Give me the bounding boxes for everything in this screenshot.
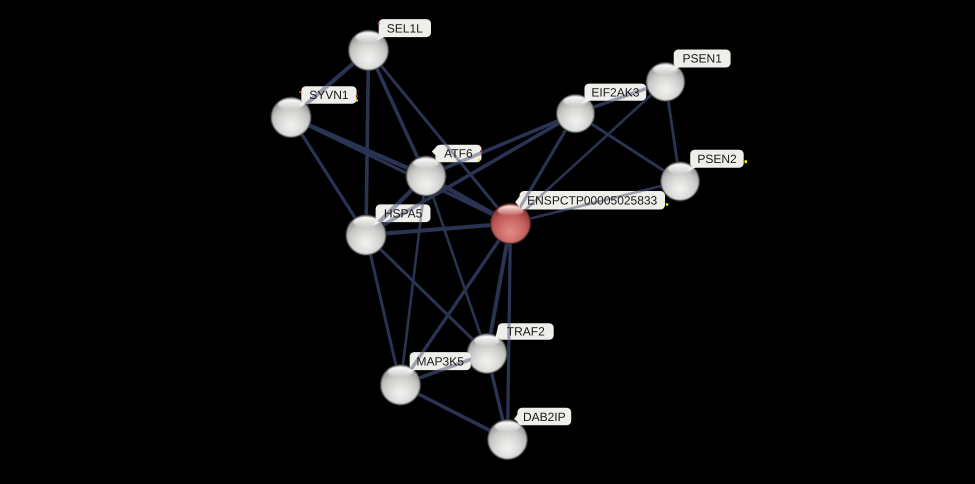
svg-text:SEL1L: SEL1L [387, 21, 423, 35]
svg-text:PSEN2: PSEN2 [697, 152, 737, 166]
svg-text:PSEN1: PSEN1 [683, 52, 723, 66]
svg-text:MAP3K5: MAP3K5 [417, 354, 465, 368]
svg-text:SYVN1: SYVN1 [309, 88, 349, 102]
svg-text:TRAF2: TRAF2 [507, 325, 545, 339]
svg-text:ENSPCTP00005025833: ENSPCTP00005025833 [527, 193, 657, 207]
svg-text:ATF6: ATF6 [444, 147, 473, 161]
svg-text:EIF2AK3: EIF2AK3 [591, 85, 639, 99]
svg-text:HSPA5: HSPA5 [384, 206, 423, 220]
svg-text:DAB2IP: DAB2IP [523, 410, 566, 424]
